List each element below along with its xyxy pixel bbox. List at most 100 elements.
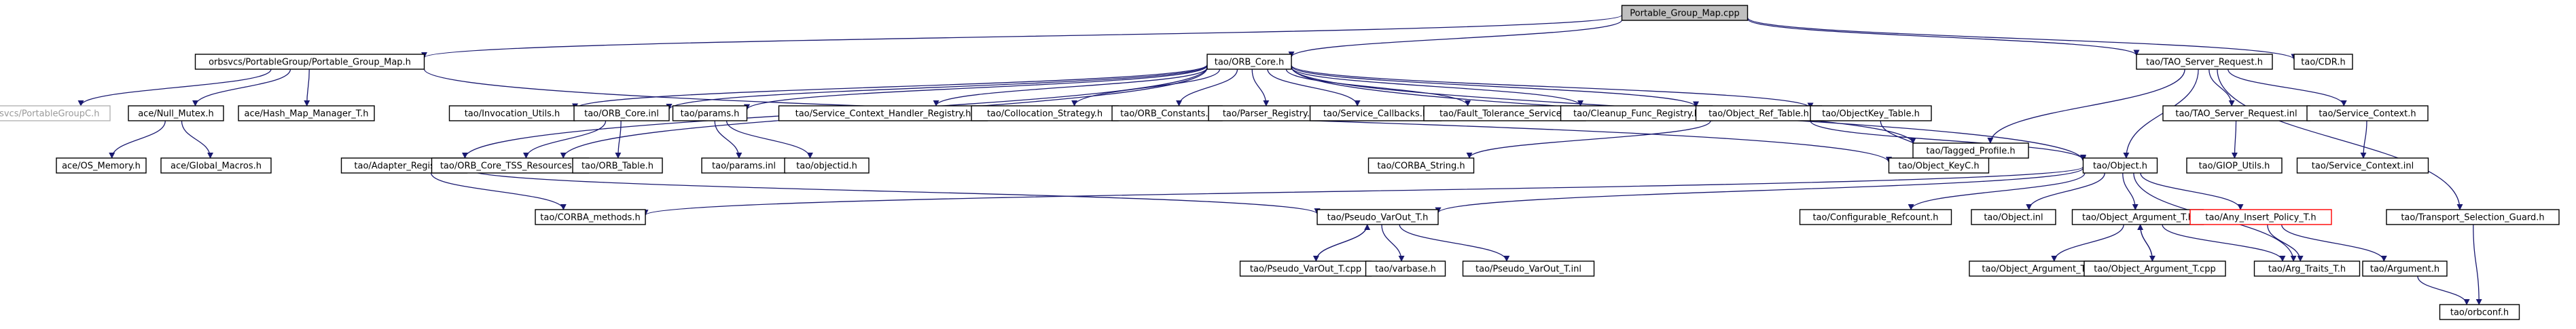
node-box bbox=[2186, 157, 2283, 174]
node-box bbox=[1799, 209, 1952, 225]
edge-null-mutex-to-os-memory bbox=[109, 120, 166, 159]
edge-pvo-h-to-varbase bbox=[1381, 224, 1405, 262]
node-label: tao/TAO_Server_Request.h bbox=[2146, 58, 2263, 68]
edge-orb-core-to-orb-core-inl bbox=[666, 64, 1208, 111]
node-label: tao/GIOP_Utils.h bbox=[2199, 161, 2270, 172]
node-box bbox=[2386, 209, 2560, 225]
node-box bbox=[573, 105, 670, 121]
node-object-h[interactable]: tao/Object.h bbox=[2082, 157, 2158, 174]
edge-transport-guard-to-orbconf bbox=[2473, 224, 2482, 305]
node-varbase[interactable]: tao/varbase.h bbox=[1365, 260, 1446, 277]
node-box bbox=[1888, 157, 1990, 174]
node-orb-core-inl[interactable]: tao/ORB_Core.inl bbox=[573, 105, 670, 121]
node-box bbox=[2293, 54, 2353, 70]
node-box bbox=[1810, 105, 1932, 121]
node-svc-callbacks[interactable]: tao/Service_Callbacks.h bbox=[1309, 105, 1442, 121]
node-transport-guard[interactable]: tao/Transport_Selection_Guard.h bbox=[2386, 209, 2560, 225]
node-any-insert[interactable]: tao/Any_Insert_Policy_T.h bbox=[2189, 209, 2332, 225]
node-config-refcount[interactable]: tao/Configurable_Refcount.h bbox=[1799, 209, 1952, 225]
node-objectid[interactable]: tao/objectid.h bbox=[784, 157, 870, 174]
node-sc-handler[interactable]: tao/Service_Context_Handler_Registry.h bbox=[778, 105, 988, 121]
node-label: tao/Object_Argument_T.inl bbox=[1982, 265, 2098, 275]
node-label: tao/ORB_Core_TSS_Resources.h bbox=[440, 161, 580, 172]
node-objkey-table[interactable]: tao/ObjectKey_Table.h bbox=[1810, 105, 1932, 121]
node-arg-traits[interactable]: tao/Arg_Traits_T.h bbox=[2253, 260, 2361, 277]
node-label: tao/Pseudo_VarOut_T.h bbox=[1327, 213, 1429, 223]
edge-root-to-pgm-h bbox=[421, 14, 1623, 58]
node-orb-table[interactable]: tao/ORB_Table.h bbox=[572, 157, 663, 174]
node-corba-string[interactable]: tao/CORBA_String.h bbox=[1367, 157, 1475, 174]
node-pg-h[interactable]: orbsvcs/PortableGroupC.h bbox=[0, 105, 111, 121]
node-tagged-profile[interactable]: tao/Tagged_Profile.h bbox=[1912, 142, 2029, 159]
node-box bbox=[1971, 209, 2056, 225]
node-svc-ctx-h[interactable]: tao/Service_Context.h bbox=[2306, 105, 2429, 121]
edge-pgm-h-to-hash-map bbox=[304, 69, 310, 107]
node-label: tao/Object_Argument_T.cpp bbox=[2094, 265, 2215, 275]
node-os-memory[interactable]: ace/OS_Memory.h bbox=[56, 157, 147, 174]
edge-orb-core-to-params-h bbox=[744, 65, 1208, 111]
node-obj-arg-inl[interactable]: tao/Object_Argument_T.inl bbox=[1969, 260, 2111, 277]
edge-root-to-server-req bbox=[1747, 18, 2140, 56]
edge-any-insert-to-arg-traits bbox=[2267, 224, 2304, 262]
edge-orb-core-to-parser-reg bbox=[1251, 69, 1270, 107]
node-global-macros[interactable]: ace/Global_Macros.h bbox=[160, 157, 272, 174]
node-label: tao/Service_Callbacks.h bbox=[1323, 109, 1428, 119]
edge-pvo-cpp-to-pvo-h bbox=[1315, 224, 1371, 262]
node-corba-methods[interactable]: tao/CORBA_methods.h bbox=[535, 209, 646, 225]
node-label: tao/ORB_Table.h bbox=[582, 161, 654, 172]
node-sr-inl[interactable]: tao/TAO_Server_Request.inl bbox=[2162, 105, 2310, 121]
node-params-h[interactable]: tao/params.h bbox=[672, 105, 748, 121]
node-giop-utils[interactable]: tao/GIOP_Utils.h bbox=[2186, 157, 2283, 174]
node-svc-ctx-inl[interactable]: tao/Service_Context.inl bbox=[2296, 157, 2429, 174]
node-obj-arg-h[interactable]: tao/Object_Argument_T.h bbox=[2071, 209, 2204, 225]
node-obj-ref-table[interactable]: tao/Object_Ref_Table.h bbox=[1695, 105, 1823, 121]
node-box bbox=[2306, 105, 2429, 121]
edge-sr-inl-to-giop-utils bbox=[2231, 120, 2238, 159]
node-objkey-c[interactable]: tao/Object_KeyC.h bbox=[1888, 157, 1990, 174]
node-server-req[interactable]: tao/TAO_Server_Request.h bbox=[2136, 54, 2273, 70]
node-box bbox=[2136, 54, 2273, 70]
edge-argument-h-to-orbconf bbox=[2417, 275, 2470, 305]
node-invocation-utils[interactable]: tao/Invocation_Utils.h bbox=[448, 105, 576, 121]
node-argument-h[interactable]: tao/Argument.h bbox=[2362, 260, 2448, 277]
node-label: tao/Service_Context.h bbox=[2319, 109, 2416, 119]
node-collocation[interactable]: tao/Collocation_Strategy.h bbox=[971, 105, 1119, 121]
node-label: tao/Object.h bbox=[2093, 161, 2147, 172]
node-pvo-cpp[interactable]: tao/Pseudo_VarOut_T.cpp bbox=[1239, 260, 1372, 277]
edge-svc-ctx-h-to-svc-ctx-inl bbox=[2360, 120, 2367, 159]
node-hash-map[interactable]: ace/Hash_Map_Manager_T.h bbox=[238, 105, 375, 121]
node-pgm-h[interactable]: orbsvcs/PortableGroup/Portable_Group_Map… bbox=[194, 54, 425, 70]
node-pvo-inl[interactable]: tao/Pseudo_VarOut_T.inl bbox=[1462, 260, 1595, 277]
edge-server-req-to-sr-inl bbox=[2208, 69, 2235, 107]
node-box bbox=[2439, 304, 2520, 320]
node-label: tao/Any_Insert_Policy_T.h bbox=[2205, 213, 2316, 223]
node-root[interactable]: Portable_Group_Map.cpp bbox=[1621, 5, 1749, 21]
node-box bbox=[2253, 260, 2361, 277]
node-params-inl[interactable]: tao/params.inl bbox=[701, 157, 787, 174]
node-cdr[interactable]: tao/CDR.h bbox=[2293, 54, 2353, 70]
edge-obj-arg-h-to-arg-traits bbox=[2162, 224, 2286, 262]
node-object-inl[interactable]: tao/Object.inl bbox=[1971, 209, 2056, 225]
edge-null-mutex-to-global-macros bbox=[181, 120, 214, 159]
node-orbconf[interactable]: tao/orbconf.h bbox=[2439, 304, 2520, 320]
node-obj-arg-cpp[interactable]: tao/Object_Argument_T.cpp bbox=[2083, 260, 2226, 277]
node-orb-core[interactable]: tao/ORB_Core.h bbox=[1206, 54, 1292, 70]
edge-object-h-to-pvo-h bbox=[1435, 168, 2084, 214]
node-tss-res[interactable]: tao/ORB_Core_TSS_Resources.h bbox=[431, 157, 590, 174]
node-fault-tol[interactable]: tao/Fault_Tolerance_Service.h bbox=[1423, 105, 1586, 121]
node-label: tao/params.inl bbox=[712, 161, 776, 172]
edge-orb-core-inl-to-orb-table bbox=[615, 120, 622, 159]
node-label: tao/Tagged_Profile.h bbox=[1926, 147, 2015, 157]
node-box bbox=[128, 105, 224, 121]
node-label: tao/Object_Argument_T.h bbox=[2082, 213, 2194, 223]
node-label: tao/varbase.h bbox=[1375, 265, 1436, 275]
node-cleanup[interactable]: tao/Cleanup_Func_Registry.h bbox=[1560, 105, 1713, 121]
node-box bbox=[0, 105, 111, 121]
node-parser-reg[interactable]: tao/Parser_Registry.h bbox=[1208, 105, 1330, 121]
node-pvo-h[interactable]: tao/Pseudo_VarOut_T.h bbox=[1317, 209, 1439, 225]
node-label: tao/Transport_Selection_Guard.h bbox=[2401, 213, 2544, 223]
edge-pgm-h-to-null-mutex bbox=[192, 69, 291, 107]
node-null-mutex[interactable]: ace/Null_Mutex.h bbox=[128, 105, 224, 121]
node-orb-constants[interactable]: tao/ORB_Constants.h bbox=[1111, 105, 1223, 121]
node-label: tao/Cleanup_Func_Registry.h bbox=[1573, 109, 1700, 119]
